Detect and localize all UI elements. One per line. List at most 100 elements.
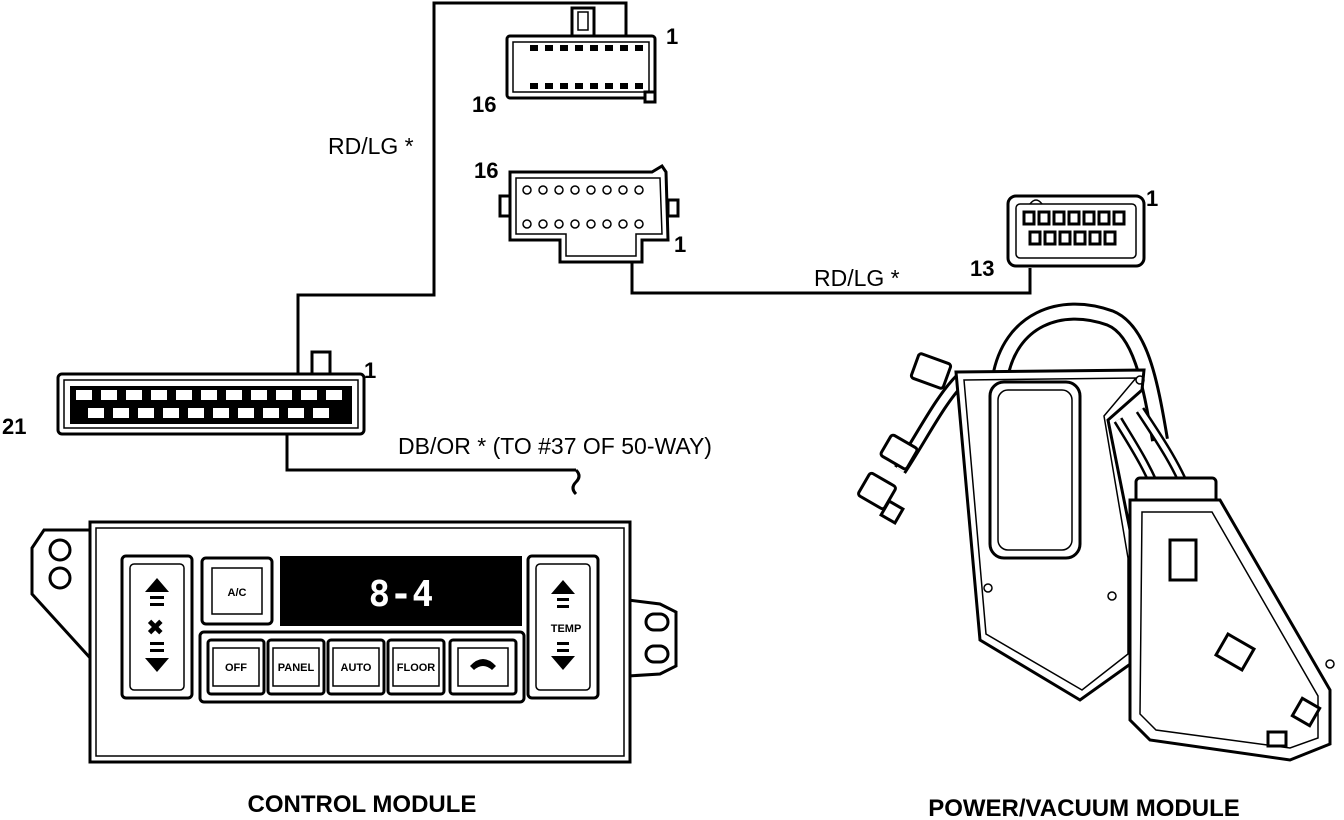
pin (76, 390, 92, 400)
mid-pin-first: 1 (674, 232, 686, 257)
temp-label: TEMP (551, 623, 582, 635)
pin (1073, 230, 1087, 246)
right-pin-first: 1 (1146, 186, 1158, 211)
pin (226, 390, 242, 400)
power-vacuum-module-caption: POWER/VACUUM MODULE (928, 795, 1240, 820)
pin (1037, 210, 1051, 226)
pin (602, 219, 612, 229)
pin (605, 83, 613, 89)
wire-label-right: RD/LG * (814, 265, 900, 291)
ac-button-label: A/C (228, 587, 247, 599)
pin (151, 390, 167, 400)
pin (1058, 230, 1072, 246)
mode-button-face (212, 647, 260, 687)
power-vacuum-module (857, 302, 1335, 762)
pin (326, 390, 342, 400)
pin (575, 83, 583, 89)
mode-button-floor[interactable]: FLOOR (386, 638, 446, 696)
top-pin-last: 16 (472, 92, 496, 117)
mode-button-frame (206, 638, 266, 696)
mode-button-label: OFF (225, 662, 247, 674)
pin (570, 185, 580, 195)
wire-label-upper: RD/LG * (328, 133, 414, 159)
pin (101, 390, 117, 400)
control-module-caption: CONTROL MODULE (248, 791, 477, 818)
left-pin-first: 1 (364, 358, 376, 383)
pin (635, 83, 643, 89)
connector-right-13pin (1006, 194, 1146, 268)
pin (554, 185, 564, 195)
pin (554, 219, 564, 229)
mode-button-face (332, 647, 380, 687)
pin (620, 45, 628, 51)
pin (201, 390, 217, 400)
pin (1103, 230, 1117, 246)
pin (522, 185, 532, 195)
pin (276, 390, 292, 400)
pin (1082, 210, 1096, 226)
wire-label-bottom: DB/OR * (TO #37 OF 50-WAY) (398, 433, 712, 459)
pin (313, 408, 329, 418)
pin (1112, 210, 1126, 226)
pin (1097, 210, 1111, 226)
wire-rd-lg-upper (296, 1, 628, 378)
pin (88, 408, 104, 418)
pin (1052, 210, 1066, 226)
pin (605, 45, 613, 51)
pin (530, 83, 538, 89)
pin (545, 83, 553, 89)
pin (301, 390, 317, 400)
pin (545, 45, 553, 51)
pin (590, 83, 598, 89)
mode-button-frame (266, 638, 326, 696)
pin (634, 219, 644, 229)
pin (560, 45, 568, 51)
right-pin-last: 13 (970, 256, 994, 281)
mode-button-auto[interactable]: AUTO (326, 638, 386, 696)
pin (634, 185, 644, 195)
pin (522, 219, 532, 229)
pin (213, 408, 229, 418)
pin (188, 408, 204, 418)
pin (288, 408, 304, 418)
temperature-display: 8-4 (368, 574, 433, 615)
pin (538, 185, 548, 195)
mode-button-panel[interactable]: PANEL (266, 638, 326, 696)
pin (138, 408, 154, 418)
pin (1088, 230, 1102, 246)
control-module: ✖ A/C 8-4 OFF PANEL AUTO FLOOR TEMP (30, 520, 678, 764)
pin (126, 390, 142, 400)
mode-button-label: AUTO (341, 662, 372, 674)
defrost-icon (470, 659, 496, 670)
connector-left-21pin (56, 350, 366, 436)
pin (590, 45, 598, 51)
mode-button-label: PANEL (278, 662, 315, 674)
pin (238, 408, 254, 418)
pin (602, 185, 612, 195)
fan-icon: ✖ (146, 616, 164, 641)
pin (620, 83, 628, 89)
top-pin-first: 1 (666, 24, 678, 49)
pin (618, 185, 628, 195)
mode-button-frame (386, 638, 446, 696)
mode-button-face (392, 647, 440, 687)
wire-db-or (285, 422, 581, 496)
mode-button-face (272, 647, 320, 687)
pin (586, 185, 596, 195)
pin (575, 45, 583, 51)
pin (1028, 230, 1042, 246)
pin (570, 219, 580, 229)
mode-button-label: FLOOR (397, 662, 436, 674)
left-pin-last: 21 (2, 414, 26, 439)
pin (1043, 230, 1057, 246)
pin (251, 390, 267, 400)
pin (635, 45, 643, 51)
pin (1067, 210, 1081, 226)
connector-top-16pin (505, 6, 657, 104)
mode-button-off[interactable]: OFF (206, 638, 266, 696)
pin (618, 219, 628, 229)
pin (538, 219, 548, 229)
mode-button-frame (326, 638, 386, 696)
pin (113, 408, 129, 418)
